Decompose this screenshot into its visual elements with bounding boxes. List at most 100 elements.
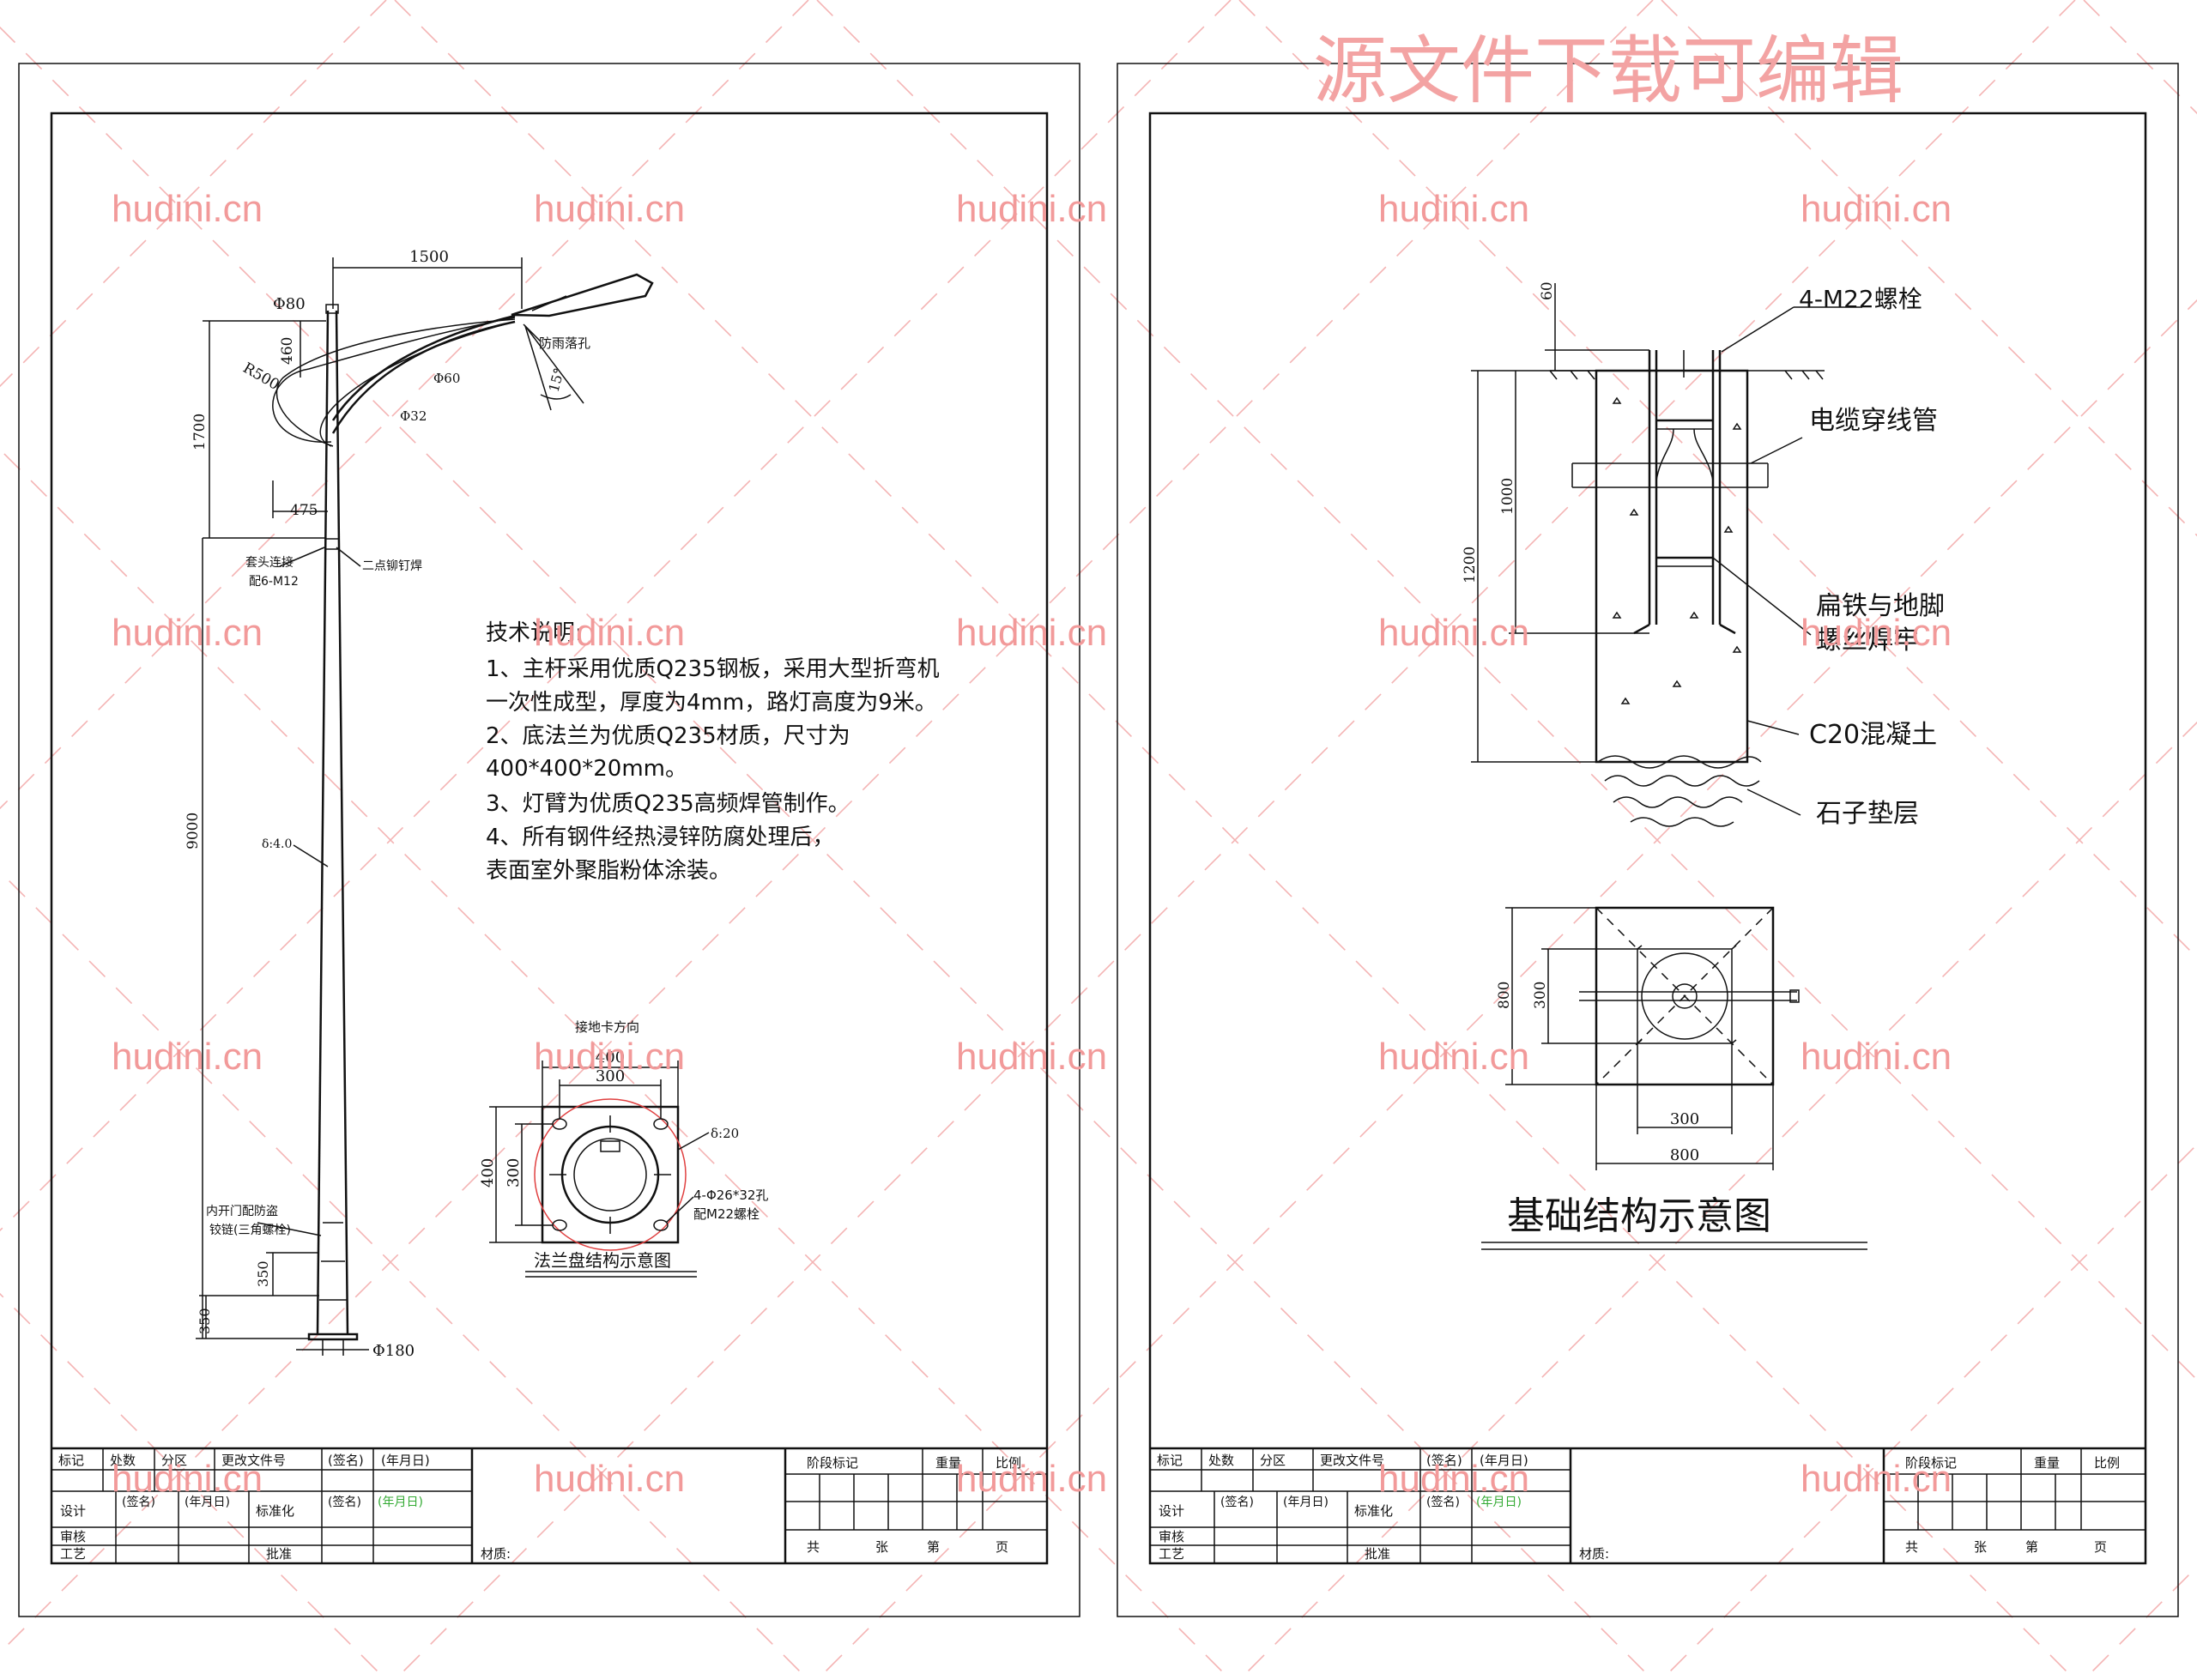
watermark-site: hudini.cn (534, 612, 685, 654)
watermark-site: hudini.cn (1801, 612, 1952, 654)
watermark-site: hudini.cn (112, 1458, 263, 1500)
dim-475: 475 (290, 502, 318, 519)
title-block-cell: 阶段标记 (1905, 1455, 1957, 1471)
title-block-cell: (签名) (1220, 1495, 1254, 1509)
watermark-site: hudini.cn (1801, 1036, 1952, 1078)
watermark-site: hudini.cn (956, 1036, 1107, 1078)
flange-holes-2: 配M22螺栓 (693, 1206, 760, 1222)
watermark-sites: hudini.cn hudini.cn hudini.cn hudini.cn hudi… (112, 188, 1952, 1500)
label-gravel: 石子垫层 (1816, 799, 1919, 829)
notes-line-2: 一次性成型，厚度为4mm，路灯高度为9米。 (486, 690, 937, 716)
title-block-cell: 审核 (1159, 1529, 1184, 1544)
title-block-header: 分区 (1260, 1453, 1286, 1468)
label-flat-iron-1: 扁铁与地脚 (1816, 591, 1945, 621)
title-block-header: (年月日) (1480, 1453, 1528, 1468)
dim-base-dia: Φ180 (372, 1342, 415, 1360)
notes-line-4: 400*400*20mm。 (486, 756, 687, 782)
title-block-cell: 批准 (266, 1546, 292, 1562)
label-bolts: 4-M22螺栓 (1799, 285, 1922, 313)
dim-350-lower: 350 (197, 1308, 213, 1334)
flange-h400: 400 (479, 1158, 497, 1187)
title-block-cell: (签名) (1426, 1495, 1460, 1509)
watermark-site: hudini.cn (956, 188, 1107, 230)
dim-60: 60 (1539, 281, 1556, 300)
title-block-cell: (签名) (328, 1495, 361, 1509)
title-block-cell: 材质: (1579, 1546, 1609, 1562)
title-block-cell: 材质: (481, 1546, 511, 1562)
plan-dim-800-h: 800 (1670, 1146, 1699, 1164)
title-block-header: 分区 (161, 1453, 187, 1468)
right-sheet-border (1117, 63, 2179, 1617)
flange-holes-1: 4-Φ26*32孔 (693, 1187, 768, 1203)
watermark-diagonal (0, 0, 1232, 1232)
pole-elevation (196, 257, 654, 1356)
flange-plate: δ:20 (711, 1126, 739, 1141)
title-block-cell: (年月日) (185, 1496, 230, 1509)
watermark-site: hudini.cn (956, 1458, 1107, 1500)
watermark-diagonal (816, 299, 2197, 1680)
title-block-cell: 比例 (996, 1455, 1021, 1471)
watermark-site: hudini.cn (956, 612, 1107, 654)
notes-title: 技术说明: (486, 620, 583, 646)
title-block-cell: 共 (1905, 1539, 1918, 1555)
watermark-site: hudini.cn (112, 188, 263, 230)
title-block-cell: 共 (807, 1539, 820, 1555)
dim-9000 (196, 538, 309, 1339)
notes-line-6: 4、所有钢件经热浸锌防腐处理后， (486, 825, 835, 850)
watermark-diagonal (0, 1292, 387, 1680)
title-block-header: 处数 (1208, 1453, 1234, 1468)
title-block-cell: 标准化 (256, 1503, 294, 1519)
watermark-site: hudini.cn (534, 188, 685, 230)
label-concrete: C20混凝土 (1809, 720, 1937, 750)
notes-line-7: 表面室外聚脂粉体涂装。 (486, 858, 731, 884)
dim-r500: R500 (240, 360, 282, 394)
dim-top-dia: Φ80 (273, 295, 306, 313)
label-door-1: 内开门配防盗 (206, 1205, 278, 1218)
title-block-header: 更改文件号 (221, 1453, 286, 1468)
title-block-cell: 工艺 (60, 1546, 86, 1562)
title-block-cell: 工艺 (1159, 1546, 1184, 1562)
flange-detail: 接地卡方向 400 300 400 300 δ:20 4-Φ26*32孔 配M2… (479, 1019, 768, 1278)
flange-direction: 接地卡方向 (575, 1019, 639, 1035)
dim-thickness: δ:4.0 (262, 837, 292, 851)
title-block-cell: 张 (875, 1539, 888, 1555)
watermark-site: hudini.cn (1378, 612, 1529, 654)
pole-text: 1500 Φ80 460 1700 R500 475 Φ60 Φ32 15° 防… (185, 248, 590, 1360)
watermark-site: hudini.cn (534, 1036, 685, 1078)
dim-1700 (203, 320, 326, 539)
dim-9000: 9000 (185, 813, 202, 849)
title-block-header: 标记 (58, 1453, 84, 1468)
label-cable: 电缆穿线管 (1809, 406, 1938, 436)
dim-1700: 1700 (191, 414, 209, 450)
watermark-site: hudini.cn (1801, 188, 1952, 230)
watermark-diagonal (0, 0, 387, 388)
watermark-diagonal (816, 0, 2197, 1381)
title-block-cell: 张 (1974, 1539, 1987, 1555)
title-block-cell: 设计 (60, 1503, 86, 1519)
watermark-site: hudini.cn (1378, 188, 1529, 230)
foundation-caption: 基础结构示意图 (1507, 1194, 1771, 1238)
flange-w300: 300 (596, 1067, 625, 1085)
watermark-diagonal (2083, 0, 2197, 115)
title-block-cell: 设计 (1159, 1503, 1184, 1519)
left-title-block: 标记处数分区更改文件号(签名)(年月日)设计(签名)(年月日)标准化(签名)(年… (51, 1447, 1047, 1563)
watermark-headline: 源文件下载可编辑 (1313, 28, 1903, 114)
title-block-cell: 标准化 (1354, 1503, 1393, 1519)
flange-w400: 400 (596, 1048, 625, 1067)
title-block-cell: 重量 (2034, 1455, 2060, 1471)
watermark-diagonal (0, 0, 1654, 1654)
dim-dia60: Φ60 (433, 371, 460, 386)
watermark-diagonal (1661, 1143, 2197, 1680)
watermark-site: hudini.cn (1801, 1458, 1952, 1500)
label-flat-iron-2: 螺丝焊牢 (1816, 625, 1919, 656)
watermark-diagonal (1238, 721, 2197, 1680)
title-block-cell: 页 (2094, 1539, 2107, 1555)
title-block-cell: 阶段标记 (807, 1455, 858, 1471)
foundation-section: 60 1000 1200 4-M22螺栓 电缆穿线管 扁铁与地脚 螺丝焊牢 C2… (1462, 281, 1945, 829)
title-block-cell: 比例 (2094, 1455, 2120, 1471)
title-block-header: 更改文件号 (1320, 1453, 1384, 1468)
title-block-header: (签名) (328, 1453, 364, 1468)
technical-notes: 技术说明: 1、主杆采用优质Q235钢板，采用大型折弯机 一次性成型，厚度为4m… (486, 620, 940, 884)
label-drain-hole: 防雨落孔 (539, 335, 590, 351)
title-block-header: (年月日) (381, 1453, 430, 1468)
